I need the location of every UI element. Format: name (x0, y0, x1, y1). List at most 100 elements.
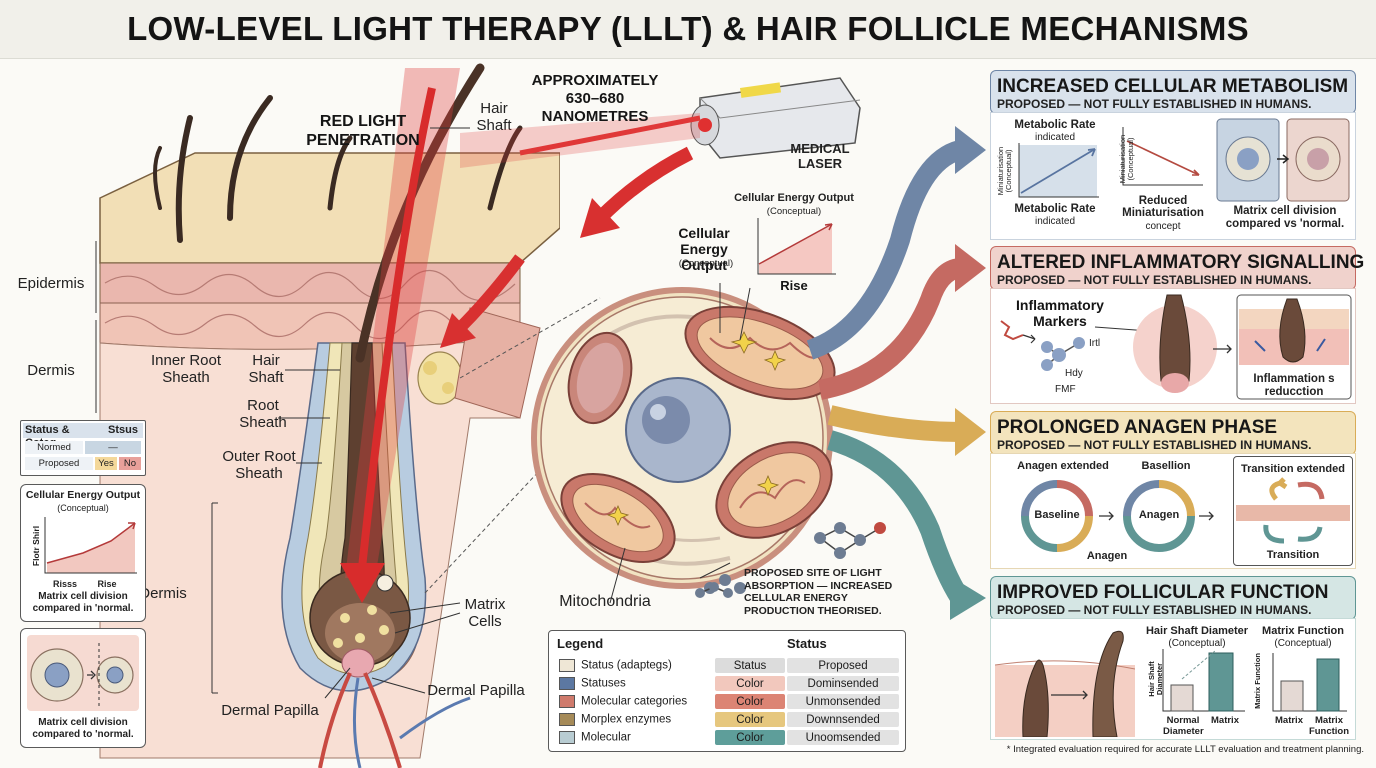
legend-status-header: Status (787, 636, 827, 651)
absorption-note: PROPOSED SITE OF LIGHT ABSORPTION — INCR… (744, 567, 893, 617)
reduced-cap3: concept (1145, 221, 1181, 232)
cell-division-caption: Matrix cell division compared to 'normal… (32, 717, 134, 740)
legend-swatch (559, 659, 575, 672)
transition-extended-label: Transition extended (1241, 463, 1345, 475)
energy-box-chart (44, 517, 137, 574)
legend-swatch (559, 713, 575, 726)
panel-follicular-subtitle: PROPOSED — NOT FULLY ESTABLISHED IN HUMA… (997, 603, 1312, 617)
metabolic-y-label: Miniaturisation (Conceptual) (996, 146, 1013, 196)
anagen-extended-label: Anagen extended (1017, 460, 1109, 472)
status-box-header-b: Stsus (108, 424, 138, 436)
energy-mini-chart: Cellular Energy Output (Conceptual) (728, 190, 860, 280)
transition-label: Transition (1266, 549, 1320, 561)
dermis-label: Dermis (27, 362, 75, 379)
legend-row-status: Color (715, 712, 785, 727)
panel-inflammatory-subtitle: PROPOSED — NOT FULLY ESTABLISHED IN HUMA… (997, 273, 1312, 287)
cell-division-illustration (27, 635, 139, 711)
energy-box-x1: Risss (52, 579, 78, 589)
transition-cycle (1236, 477, 1350, 544)
panel-metabolism-subtitle: PROPOSED — NOT FULLY ESTABLISHED IN HUMA… (997, 97, 1312, 111)
inflammation-follicle-compare (1133, 294, 1352, 400)
status-no: No (119, 457, 141, 470)
energy-output-box: Cellular Energy Output (Conceptual) Flot… (20, 484, 146, 622)
status-row-proposed: Proposed (25, 457, 93, 470)
energy-box-x2: Rise (97, 579, 117, 589)
medical-laser-label: MEDICAL LASER (790, 141, 850, 171)
inflammation-reduction-1: Inflammation s (1253, 373, 1335, 385)
hair-shaft-chart (1162, 649, 1245, 712)
energy-mini-plot (757, 218, 836, 275)
energy-mini-title: Cellular Energy Output (734, 192, 854, 204)
matrix-cells-compare (1216, 118, 1350, 202)
legend-swatch (559, 695, 575, 708)
legend-row-name: Molecular categories (581, 695, 688, 708)
hair-shaft-top-label: Hair Shaft (476, 100, 512, 134)
molecule-icon (695, 582, 733, 598)
legend-title: Legend (557, 636, 604, 651)
panel-metabolism-header: INCREASED CELLULAR METABOLISM PROPOSED —… (990, 70, 1356, 114)
panel-metabolism-title: INCREASED CELLULAR METABOLISM (997, 76, 1349, 97)
cell-energy-label: Cellular Energy Output (678, 225, 730, 273)
page-title: LOW-LEVEL LIGHT THERAPY (LLLT) & HAIR FO… (127, 10, 1249, 47)
metabolic-cap2: indicated (1034, 216, 1076, 227)
basellion-label: Basellion (1141, 460, 1191, 472)
legend-row-name: Molecular (581, 731, 631, 744)
energy-mini-subtitle: (Conceptual) (766, 206, 822, 217)
inflammatory-markers-diagram (1000, 320, 1176, 371)
matrix-cells-label: Matrix Cells (464, 596, 506, 630)
status-yes: Yes (95, 457, 117, 470)
dermis-lower-label: Dermis (139, 585, 187, 602)
mitochondria-label: Mitochondria (559, 593, 651, 610)
legend-row-status: Status (715, 658, 785, 673)
baseline-label: Baseline (1034, 509, 1080, 521)
hair-shaft-chart-title: Hair Shaft Diameter (1145, 625, 1249, 637)
panel-metabolism-body: Metabolic Rate indicated Miniaturisation… (990, 112, 1356, 240)
matrix-compare-cap2: compared vs 'normal. (1225, 218, 1345, 230)
matrix-function-y-label: Matrix Function (1253, 653, 1262, 709)
miniaturisation-chart (1122, 127, 1203, 186)
marker-fmf: FMF (1055, 384, 1076, 395)
matrix-function-sub: (Conceptual) (1274, 638, 1332, 649)
status-category-box: Status & Coteg Stsus Normed — Proposed Y… (20, 420, 146, 476)
legend-row-value: Proposed (787, 658, 899, 673)
anagen-low-label: Anagen (1086, 550, 1128, 562)
matrix-function-x1: Matrix (1275, 715, 1303, 726)
energy-box-title: Cellular Energy Output (25, 489, 141, 501)
legend-row-value: Unmonsended (787, 694, 899, 709)
energy-box-caption: Matrix cell division compared in 'normal… (32, 591, 134, 614)
hair-shaft-x2: Matrix (1211, 715, 1239, 726)
root-sheath-label: Root Sheath (239, 397, 287, 431)
legend-row-status: Color (715, 730, 785, 745)
energy-box-y-label: Flotr Shirl (31, 525, 41, 567)
matrix-function-chart (1272, 653, 1347, 712)
title-bar (0, 0, 1376, 59)
miniaturisation-y-label: Miniaturisation (Conceptual) (1118, 134, 1135, 184)
status-row-normed-value: — (85, 441, 141, 454)
hair-shaft-chart-sub: (Conceptual) (1168, 638, 1226, 649)
metabolic-cap1: Metabolic Rate (1014, 203, 1096, 215)
panel-follicular-title: IMPROVED FOLLICULAR FUNCTION (997, 582, 1329, 603)
inflammation-reduction-2: reducction (1264, 386, 1324, 398)
matrix-function-title: Matrix Function (1262, 625, 1344, 637)
hair-shaft-y-label: Hair Shaft Diameter (1147, 661, 1164, 697)
panel-anagen-header: PROLONGED ANAGEN PHASE PROPOSED — NOT FU… (990, 411, 1356, 455)
effect-arrows (806, 126, 986, 620)
legend-row-name: Statuses (581, 677, 626, 690)
inflammatory-markers-1: Inflammatory (1016, 297, 1104, 313)
legend-row-name: Status (adaptegs) (581, 659, 672, 672)
energy-box-subtitle: (Conceptual) (57, 503, 109, 513)
reduced-cap2: Miniaturisation (1122, 207, 1204, 219)
metabolic-chart-sub: indicated (1034, 132, 1076, 143)
metabolic-chart-title: Metabolic Rate (1014, 119, 1096, 131)
legend-row-status: Color (715, 676, 785, 691)
matrix-compare-cap1: Matrix cell division (1233, 205, 1337, 217)
footnote: * Integrated evaluation required for acc… (1006, 744, 1364, 755)
outer-root-sheath-label: Outer Root Sheath (222, 448, 296, 482)
legend-swatch (559, 731, 575, 744)
reduced-cap1: Reduced (1138, 195, 1188, 207)
